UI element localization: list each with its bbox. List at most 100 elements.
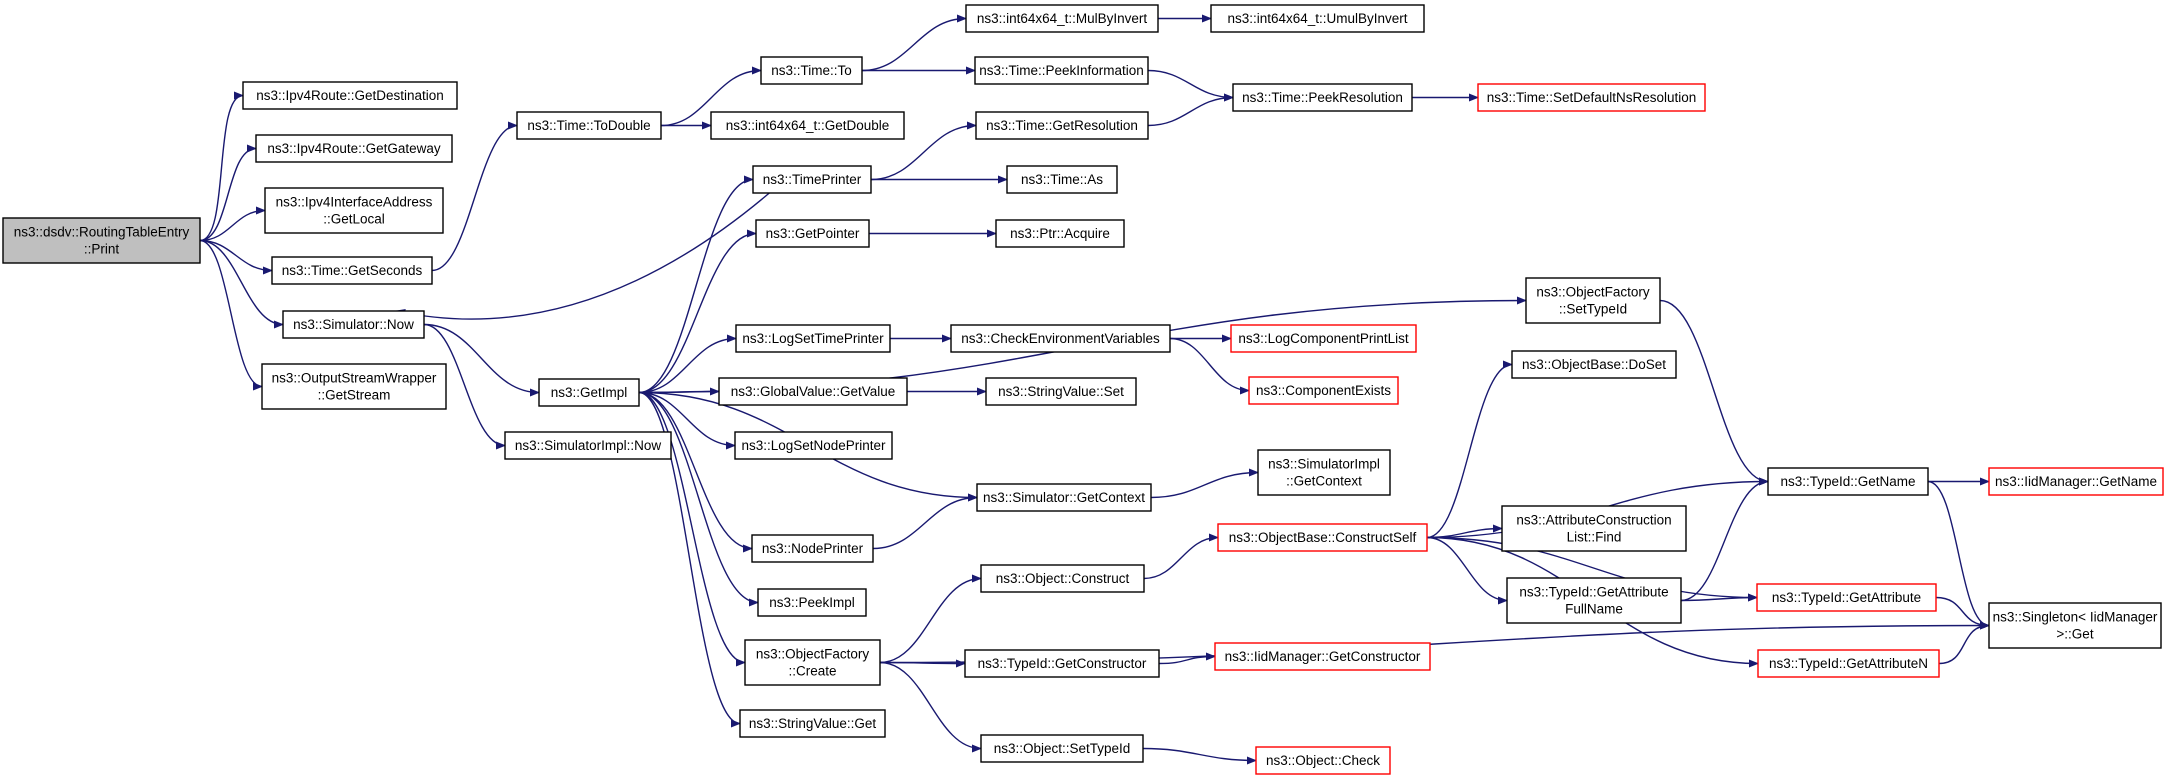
function-node[interactable]: ns3::GetPointer — [755, 219, 870, 248]
call-edge — [1143, 533, 1219, 580]
node-box — [975, 111, 1149, 140]
function-node[interactable]: ns3::IidManager::GetName — [1988, 467, 2164, 496]
function-node[interactable]: ns3::Object::Check — [1255, 746, 1391, 775]
function-node[interactable]: ns3::TimePrinter — [752, 165, 872, 194]
node-box — [516, 111, 662, 140]
call-edge — [861, 14, 967, 72]
function-node[interactable]: ns3::Time::GetSeconds — [271, 256, 433, 285]
function-node[interactable]: ns3::TypeId::GetAttribute — [1756, 583, 1937, 612]
function-node[interactable]: ns3::ComponentExists — [1248, 376, 1399, 405]
call-edge-line — [1426, 536, 1508, 605]
function-node[interactable]: ns3::TypeId::GetName — [1767, 467, 1929, 496]
function-node[interactable]: ns3::ObjectBase::DoSet — [1511, 350, 1677, 379]
function-node[interactable]: ns3::NodePrinter — [751, 534, 874, 563]
node-box — [504, 431, 672, 460]
function-node[interactable]: ns3::TypeId::GetConstructor — [964, 649, 1160, 678]
function-node[interactable]: ns3::int64x64_t::GetDouble — [710, 111, 905, 140]
node-label: ns3::IidManager::GetName — [1995, 474, 2157, 489]
function-node[interactable]: ns3::LogSetNodePrinter — [734, 431, 893, 460]
node-label: ns3::TypeId::GetName — [1780, 474, 1915, 489]
call-edge-line — [199, 206, 266, 242]
function-node[interactable]: ns3::Simulator::Now — [282, 310, 425, 339]
function-node[interactable]: ns3::Simulator::GetContext — [976, 483, 1152, 512]
node-label: ns3::Time::GetResolution — [986, 118, 1138, 133]
node-box — [976, 483, 1152, 512]
node-box — [264, 187, 444, 234]
function-node[interactable]: ns3::GlobalValue::GetValue — [718, 377, 908, 406]
call-edge-line — [872, 493, 978, 550]
call-edge — [1426, 536, 1758, 602]
function-node[interactable]: ns3::CheckEnvironmentVariables — [950, 324, 1171, 353]
node-label: ns3::Ipv4Route::GetDestination — [256, 88, 444, 103]
node-box — [1756, 583, 1937, 612]
node-box — [710, 111, 905, 140]
function-node[interactable]: ns3::Ipv4Route::GetDestination — [242, 81, 458, 110]
call-edge-line — [638, 391, 741, 728]
function-node[interactable]: ns3::Ipv4InterfaceAddress::GetLocal — [264, 187, 444, 234]
node-box — [1210, 4, 1425, 33]
function-node[interactable]: ns3::PeekImpl — [757, 588, 867, 617]
function-node[interactable]: ns3::IidManager::GetConstructor — [1214, 642, 1431, 671]
node-box — [964, 649, 1160, 678]
function-node[interactable]: ns3::Time::As — [1006, 165, 1118, 194]
node-label: ns3::StringValue::Get — [749, 716, 877, 731]
call-edge — [879, 574, 982, 664]
function-node[interactable]: ns3::Ptr::Acquire — [995, 219, 1125, 248]
node-label: ::SetTypeId — [1559, 302, 1627, 317]
function-node[interactable]: ns3::Time::PeekResolution — [1232, 83, 1413, 112]
node-label: ns3::dsdv::RoutingTableEntry — [14, 225, 190, 240]
call-edge-line — [1147, 69, 1234, 102]
call-edge-line — [1158, 652, 1216, 665]
function-node[interactable]: ns3::TypeId::GetAttributeN — [1757, 649, 1940, 678]
function-node[interactable]: ns3::Time::GetResolution — [975, 111, 1149, 140]
function-node[interactable]: ns3::Ipv4Route::GetGateway — [255, 134, 453, 163]
call-edge-line — [1927, 480, 1990, 630]
node-label: >::Get — [2056, 627, 2093, 642]
function-node[interactable]: ns3::Time::SetDefaultNsResolution — [1477, 83, 1706, 112]
function-node[interactable]: ns3::LogSetTimePrinter — [735, 324, 891, 353]
function-node[interactable]: ns3::StringValue::Set — [985, 377, 1137, 406]
call-edge — [431, 121, 518, 272]
function-node[interactable]: ns3::ObjectBase::ConstructSelf — [1217, 523, 1428, 552]
function-node[interactable]: ns3::StringValue::Get — [739, 709, 886, 738]
function-node[interactable]: ns3::ObjectFactory::Create — [744, 639, 881, 686]
function-node[interactable]: ns3::SimulatorImpl::Now — [504, 431, 672, 460]
function-node[interactable]: ns3::Singleton< IidManager>::Get — [1988, 602, 2162, 649]
node-label: ns3::int64x64_t::MulByInvert — [977, 11, 1148, 26]
function-node[interactable]: ns3::Time::To — [760, 56, 863, 85]
node-label: ns3::ObjectFactory — [756, 647, 870, 662]
node-box — [255, 134, 453, 163]
function-node[interactable]: ns3::Object::Construct — [980, 564, 1145, 593]
node-box — [1501, 505, 1687, 552]
function-node[interactable]: ns3::Time::PeekInformation — [974, 56, 1149, 85]
call-edge-line — [1426, 536, 1758, 602]
node-box — [965, 4, 1159, 33]
node-box — [995, 219, 1125, 248]
function-node[interactable]: ns3::OutputStreamWrapper::GetStream — [261, 363, 447, 410]
function-node[interactable]: ns3::GetImpl — [538, 378, 640, 407]
node-box — [1767, 467, 1929, 496]
node-box — [1232, 83, 1413, 112]
function-node[interactable]: ns3::ObjectFactory::SetTypeId — [1525, 277, 1661, 324]
function-node[interactable]: ns3::int64x64_t::UmulByInvert — [1210, 4, 1425, 33]
call-edge — [199, 91, 244, 242]
node-box — [980, 564, 1145, 593]
call-edge — [638, 229, 757, 394]
function-node[interactable]: ns3::SimulatorImpl::GetContext — [1257, 449, 1391, 496]
node-label: ::Create — [788, 664, 836, 679]
node-label: ns3::LogSetNodePrinter — [741, 438, 886, 453]
node-label: ns3::StringValue::Set — [998, 384, 1124, 399]
call-edge-line — [638, 229, 757, 394]
function-node[interactable]: ns3::LogComponentPrintList — [1230, 324, 1417, 353]
call-edge-line — [879, 661, 982, 753]
call-edge-line — [870, 121, 977, 181]
node-box — [1525, 277, 1661, 324]
function-node[interactable]: ns3::Object::SetTypeId — [980, 734, 1144, 763]
function-node[interactable]: ns3::int64x64_t::MulByInvert — [965, 4, 1159, 33]
call-edge-line — [199, 239, 263, 391]
node-label: ns3::Time::PeekInformation — [979, 63, 1144, 78]
call-edge — [199, 239, 263, 391]
function-node[interactable]: ns3::Time::ToDouble — [516, 111, 662, 140]
